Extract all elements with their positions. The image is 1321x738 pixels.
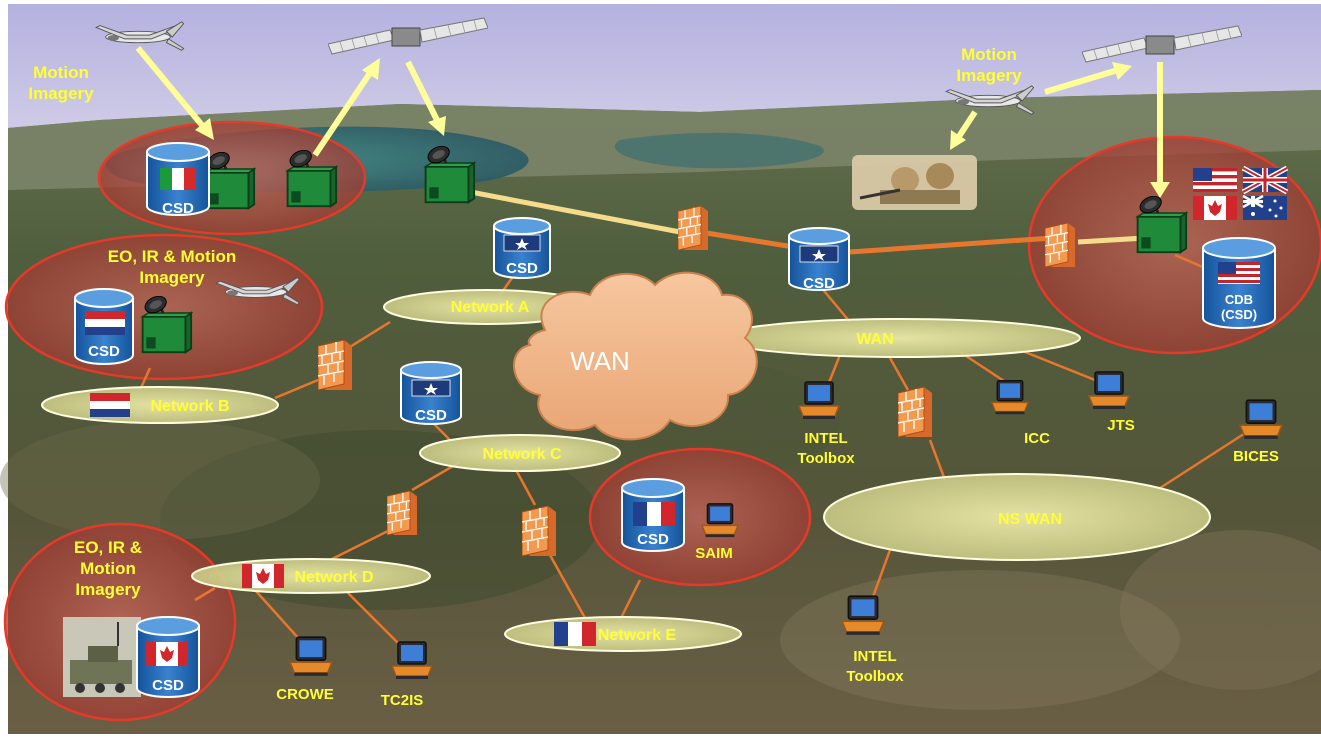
databases	[74, 142, 1276, 698]
network-a-label: Network A	[451, 299, 530, 316]
laptop-icon[interactable]	[701, 503, 739, 538]
wan-cloud-label: WAN	[570, 346, 630, 376]
network-flags	[90, 393, 596, 646]
firewall-icon	[678, 205, 708, 251]
wan-cloud[interactable]	[513, 271, 758, 441]
csd-label-nato-c: CSD	[415, 407, 447, 424]
flag-canada-icon	[146, 642, 188, 666]
csd-label-nato-a: CSD	[506, 260, 538, 277]
arrow-satellite-to-terminal	[405, 60, 446, 136]
laptop-icon[interactable]	[1088, 371, 1130, 410]
csd-nato-a[interactable]	[493, 217, 551, 279]
arrow-uav-to-troops	[950, 110, 978, 150]
laptop-icon[interactable]	[841, 595, 885, 636]
network-c-label: Network C	[482, 446, 562, 463]
csd-canada[interactable]	[136, 616, 200, 698]
csd-nato-c[interactable]	[400, 361, 462, 425]
csd-label-nato-wan: CSD	[803, 275, 835, 292]
firewall-icon	[898, 386, 932, 438]
flag-canada-icon	[242, 564, 284, 588]
flag-france-icon	[554, 622, 596, 646]
coalition-flags	[1193, 165, 1289, 220]
csd-label-netherlands: CSD	[88, 343, 120, 360]
csd-italy[interactable]	[146, 142, 210, 216]
flag-france-icon	[633, 502, 675, 526]
arrow-satellite-to-coalition-terminal	[1150, 62, 1170, 198]
network-d-label: Network D	[294, 569, 373, 586]
flag-uk-icon	[1241, 165, 1289, 195]
laptop-icon[interactable]	[798, 381, 840, 420]
csd-france[interactable]	[621, 478, 685, 552]
flag-netherlands-icon	[90, 393, 130, 417]
cdb-label: CDB(CSD)	[1221, 292, 1257, 322]
network-b-label: Network B	[150, 398, 229, 415]
arrow-terminal-to-satellite	[312, 58, 380, 157]
vehicle-photo	[63, 617, 141, 697]
flag-usa-icon	[1218, 262, 1260, 284]
laptop-icon[interactable]	[991, 379, 1029, 415]
laptop-icon[interactable]	[391, 641, 433, 680]
flag-australia-icon	[1242, 194, 1287, 220]
csd-netherlands[interactable]	[74, 288, 134, 365]
laptop-icon[interactable]	[1239, 399, 1283, 440]
network-links	[138, 187, 1251, 646]
flag-italy-icon	[160, 168, 196, 190]
icc-label: ICC	[1024, 430, 1050, 447]
bices-label: BICES	[1233, 448, 1279, 465]
firewall-icon	[522, 505, 556, 557]
flag-canada-icon	[1193, 196, 1237, 220]
arrow-uav-to-terminal	[135, 46, 214, 140]
wan-network[interactable]	[719, 318, 1081, 358]
firewall-icon	[387, 490, 417, 536]
network-e-label: Network E	[598, 627, 677, 644]
firewall-icon	[318, 340, 352, 390]
ns-wan-network[interactable]	[823, 473, 1211, 561]
network-c[interactable]	[419, 434, 621, 472]
csd-label-france: CSD	[637, 531, 669, 548]
troops-photo	[852, 155, 977, 210]
wan-label: WAN	[856, 331, 893, 348]
flag-netherlands-icon	[85, 311, 125, 335]
csd-label-canada: CSD	[152, 677, 184, 694]
csd-label-italy: CSD	[162, 200, 194, 217]
ns-wan-label: NS WAN	[998, 511, 1062, 528]
firewall-icon	[1045, 222, 1075, 268]
imagery-flow-arrows	[135, 46, 1170, 198]
flag-usa-icon	[1193, 168, 1237, 192]
crowe-label: CROWE	[276, 686, 334, 703]
arrow-uav-to-satellite	[1044, 62, 1132, 95]
csd-nato-wan[interactable]	[788, 227, 850, 291]
laptop-icon[interactable]	[289, 636, 333, 677]
saim-label: SAIM	[695, 545, 733, 562]
jts-label: JTS	[1107, 417, 1135, 434]
tc2is-label: TC2IS	[381, 692, 424, 709]
cdb-coalition[interactable]	[1202, 237, 1276, 329]
